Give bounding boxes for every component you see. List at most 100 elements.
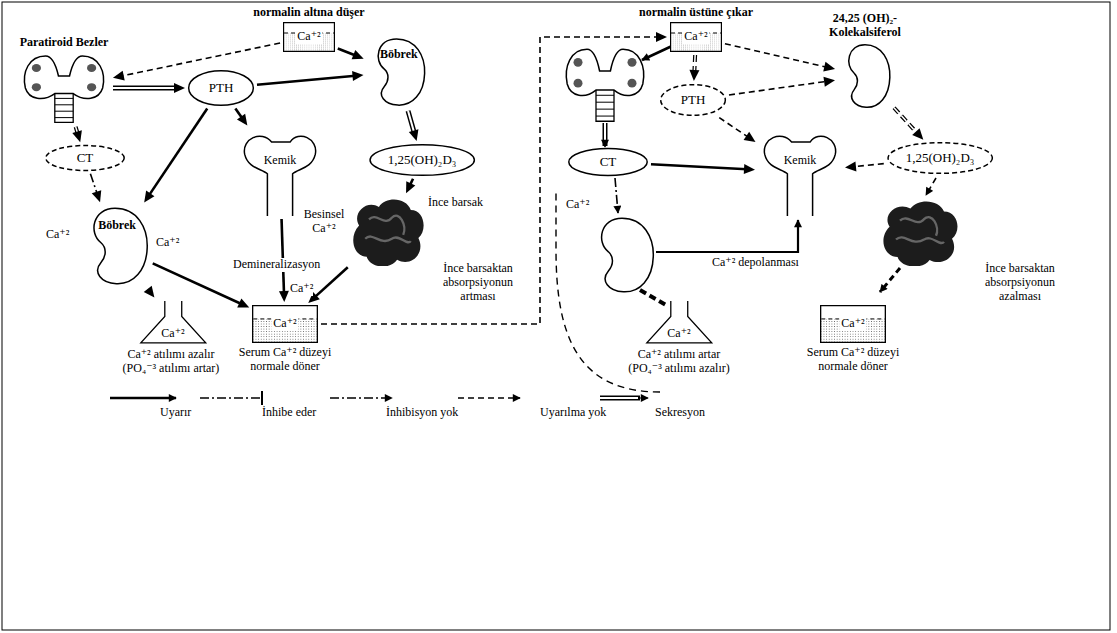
hormone-ellipse: PTH	[660, 84, 726, 116]
arrowhead	[605, 140, 606, 147]
node-label: Ca⁺²	[839, 317, 866, 331]
annotation-label: Ca⁺²	[46, 228, 69, 242]
hormone-ellipse: PTH	[188, 70, 254, 106]
node-label: CT	[600, 155, 617, 170]
arrowhead	[352, 50, 364, 59]
ellipse-shape	[568, 148, 648, 176]
beaker-shape	[670, 22, 722, 52]
arrowhead	[823, 62, 835, 72]
ellipse-outline	[46, 146, 124, 171]
serum-beaker: Ca⁺²Serum Ca⁺² düzeyi normale döner	[820, 305, 886, 343]
arrowhead	[912, 128, 923, 139]
node-label: 1,25(OH)₂D₃	[906, 151, 975, 166]
stimulation-arrow	[282, 219, 284, 294]
connector-group	[235, 108, 247, 125]
node-label: Böbrek	[380, 48, 418, 62]
node-label: Serum Ca⁺² düzeyi normale döner	[229, 346, 341, 374]
arrowhead	[744, 132, 756, 142]
serum-beaker: normalin altına düşerCa⁺²	[283, 22, 335, 52]
kidney-organ: Böbrek	[366, 36, 427, 108]
annotation-label: İnce barsaktan absorpsiyonun azalması	[965, 262, 1075, 303]
flask-shape	[138, 300, 209, 344]
annotation-label: Besinsel Ca⁺²	[300, 208, 348, 236]
connector-group	[153, 263, 250, 307]
kidney-organ: 24,25 (OH)₂- Kolekalsiferol	[838, 42, 892, 110]
ellipse-shape	[369, 144, 475, 176]
arrowhead	[308, 292, 320, 303]
legend-sample	[200, 397, 260, 399]
connector-group	[144, 108, 207, 202]
connector-group	[406, 179, 415, 194]
legend-text: Uyarılma yok	[540, 406, 606, 420]
node-label: PTH	[209, 81, 234, 96]
node-label: normalin üstüne çıkar	[639, 6, 753, 20]
arrowhead	[72, 130, 82, 142]
flask-figure	[647, 301, 712, 343]
legend-text: Uyarır	[160, 406, 191, 420]
secretion-arrow	[603, 123, 608, 146]
legend-sample	[600, 397, 638, 399]
connector-group	[725, 44, 835, 72]
flask-shape	[644, 300, 715, 344]
bone-figure	[244, 136, 315, 216]
connector-group	[321, 32, 667, 324]
legend-text: İnhibe eder	[262, 406, 316, 420]
node-label: İnce barsak	[428, 196, 483, 210]
beaker-shape	[820, 305, 886, 343]
node-label: Böbrek	[98, 219, 136, 233]
gut-shape	[350, 196, 426, 266]
arrowhead	[845, 161, 856, 171]
no-inhibition-arrow	[90, 174, 97, 195]
connector-group	[72, 127, 82, 142]
connector-group	[279, 219, 289, 302]
arrowhead	[279, 291, 289, 302]
ellipse-shape	[188, 70, 254, 106]
connector-group	[144, 286, 155, 298]
annotation-label: Ca⁺² depolanması	[712, 256, 799, 270]
node-label: normalin altına düşer	[253, 6, 364, 20]
ellipse-shape	[660, 84, 726, 116]
ellipse-outline	[370, 145, 474, 176]
secretion-arrow-inner	[604, 123, 606, 140]
connector-group	[308, 267, 348, 303]
beaker-shape	[283, 22, 335, 52]
annotation-label: Demineralizasyon	[233, 258, 320, 272]
node-label: Ca⁺²	[682, 30, 709, 44]
thyroid-shape	[18, 52, 110, 124]
hormone-ellipse: CT	[568, 148, 648, 176]
no-stimulation-arrow	[719, 118, 749, 138]
connector-group	[338, 48, 364, 59]
arrowhead	[237, 298, 249, 307]
no-stimulation-arrow	[926, 178, 936, 195]
node-label: 24,25 (OH)₂- Kolekalsiferol	[815, 12, 915, 40]
ellipse-outline	[661, 85, 726, 116]
arrowhead	[409, 129, 419, 141]
beaker-figure	[671, 23, 722, 52]
bone-organ: Kemik	[758, 128, 842, 216]
beaker-figure	[284, 23, 335, 52]
kidney-shape	[838, 42, 892, 110]
hormone-ellipse: 1,25(OH)₂D₃	[887, 142, 993, 174]
connector-group	[408, 111, 418, 141]
secretion-arrow	[408, 111, 414, 134]
arrowhead	[656, 32, 667, 42]
connector-group	[113, 83, 185, 93]
flask-figure	[141, 301, 206, 343]
beaker-shape	[252, 305, 318, 343]
arrowhead	[144, 286, 155, 298]
connector-group	[113, 43, 280, 80]
parathyroid-glands: Paratiroid Bezler	[18, 52, 110, 124]
ellipse-outline	[888, 143, 992, 174]
node-label: CT	[77, 151, 94, 166]
kidney-figure	[379, 39, 425, 105]
urine-flask: Ca⁺²	[644, 300, 715, 344]
node-label: Ca⁺²	[665, 327, 692, 341]
annotation-label: İnce barsaktan absorpsiyonun artması	[428, 262, 528, 303]
urine-flask: Ca⁺²	[138, 300, 209, 344]
intestine-figure	[883, 202, 957, 267]
connector-group	[894, 108, 923, 140]
annotation-label: Ca⁺²	[290, 282, 313, 296]
legend-text: Sekresyon	[655, 406, 705, 420]
